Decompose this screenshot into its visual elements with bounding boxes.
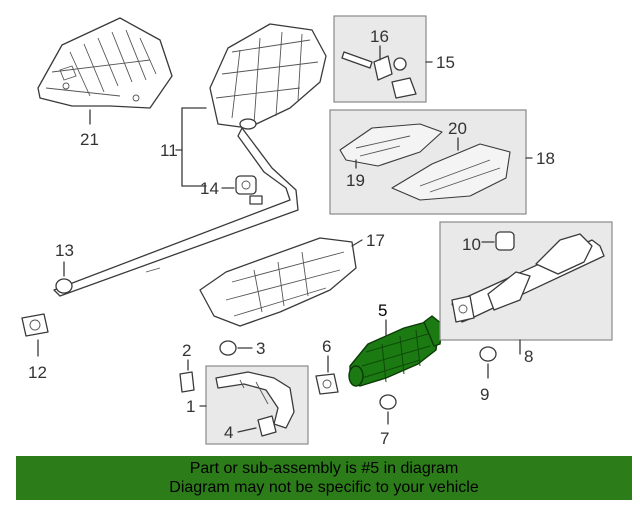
- callout-14: 14: [200, 179, 219, 198]
- callout-9: 9: [480, 385, 489, 404]
- heat-shield-21[interactable]: [37, 17, 173, 109]
- catalytic-converter-5[interactable]: [348, 315, 443, 387]
- banner-line-2: Diagram may not be specific to your vehi…: [169, 479, 479, 496]
- callout-2: 2: [182, 341, 191, 360]
- nut-13[interactable]: [55, 278, 73, 294]
- gasket-2[interactable]: [179, 371, 195, 393]
- callout-3: 3: [256, 339, 265, 358]
- part-info-banner: Part or sub-assembly is #5 in diagram Di…: [16, 456, 632, 500]
- callout-6: 6: [322, 337, 331, 356]
- callout-7: 7: [380, 429, 389, 448]
- callout-17: 17: [366, 231, 385, 250]
- front-pipe-1[interactable]: [215, 371, 295, 429]
- heat-shield-20[interactable]: [391, 143, 511, 201]
- nut-9[interactable]: [479, 346, 497, 362]
- callout-19: 19: [346, 171, 365, 190]
- callout-15: 15: [436, 53, 455, 72]
- hanger-10[interactable]: [495, 231, 515, 251]
- center-muffler-8[interactable]: [451, 233, 605, 323]
- callout-10: 10: [462, 235, 481, 254]
- gasket-12[interactable]: [21, 313, 49, 337]
- callout-18: 18: [536, 149, 555, 168]
- callout-16: 16: [370, 27, 389, 46]
- callout-13: 13: [55, 241, 74, 260]
- banner-line-1: Part or sub-assembly is #5 in diagram: [189, 460, 459, 477]
- nut-7[interactable]: [379, 394, 397, 410]
- muffler-pipe-11[interactable]: [53, 23, 327, 297]
- callout-1: 1: [186, 397, 195, 416]
- heat-shield-17[interactable]: [199, 237, 357, 327]
- gasket-4[interactable]: [257, 415, 277, 437]
- callout-8: 8: [524, 347, 533, 366]
- bolt-16[interactable]: [341, 51, 417, 99]
- callout-5: 5: [378, 301, 387, 320]
- callout-12: 12: [28, 363, 47, 382]
- gasket-6[interactable]: [315, 373, 339, 395]
- callout-21: 21: [80, 130, 99, 149]
- heat-shield-19[interactable]: [339, 123, 443, 167]
- hanger-14[interactable]: [235, 175, 257, 195]
- nut-3[interactable]: [219, 340, 237, 356]
- callout-11: 11: [160, 141, 178, 160]
- callout-20: 20: [448, 119, 467, 138]
- callout-4: 4: [224, 423, 233, 442]
